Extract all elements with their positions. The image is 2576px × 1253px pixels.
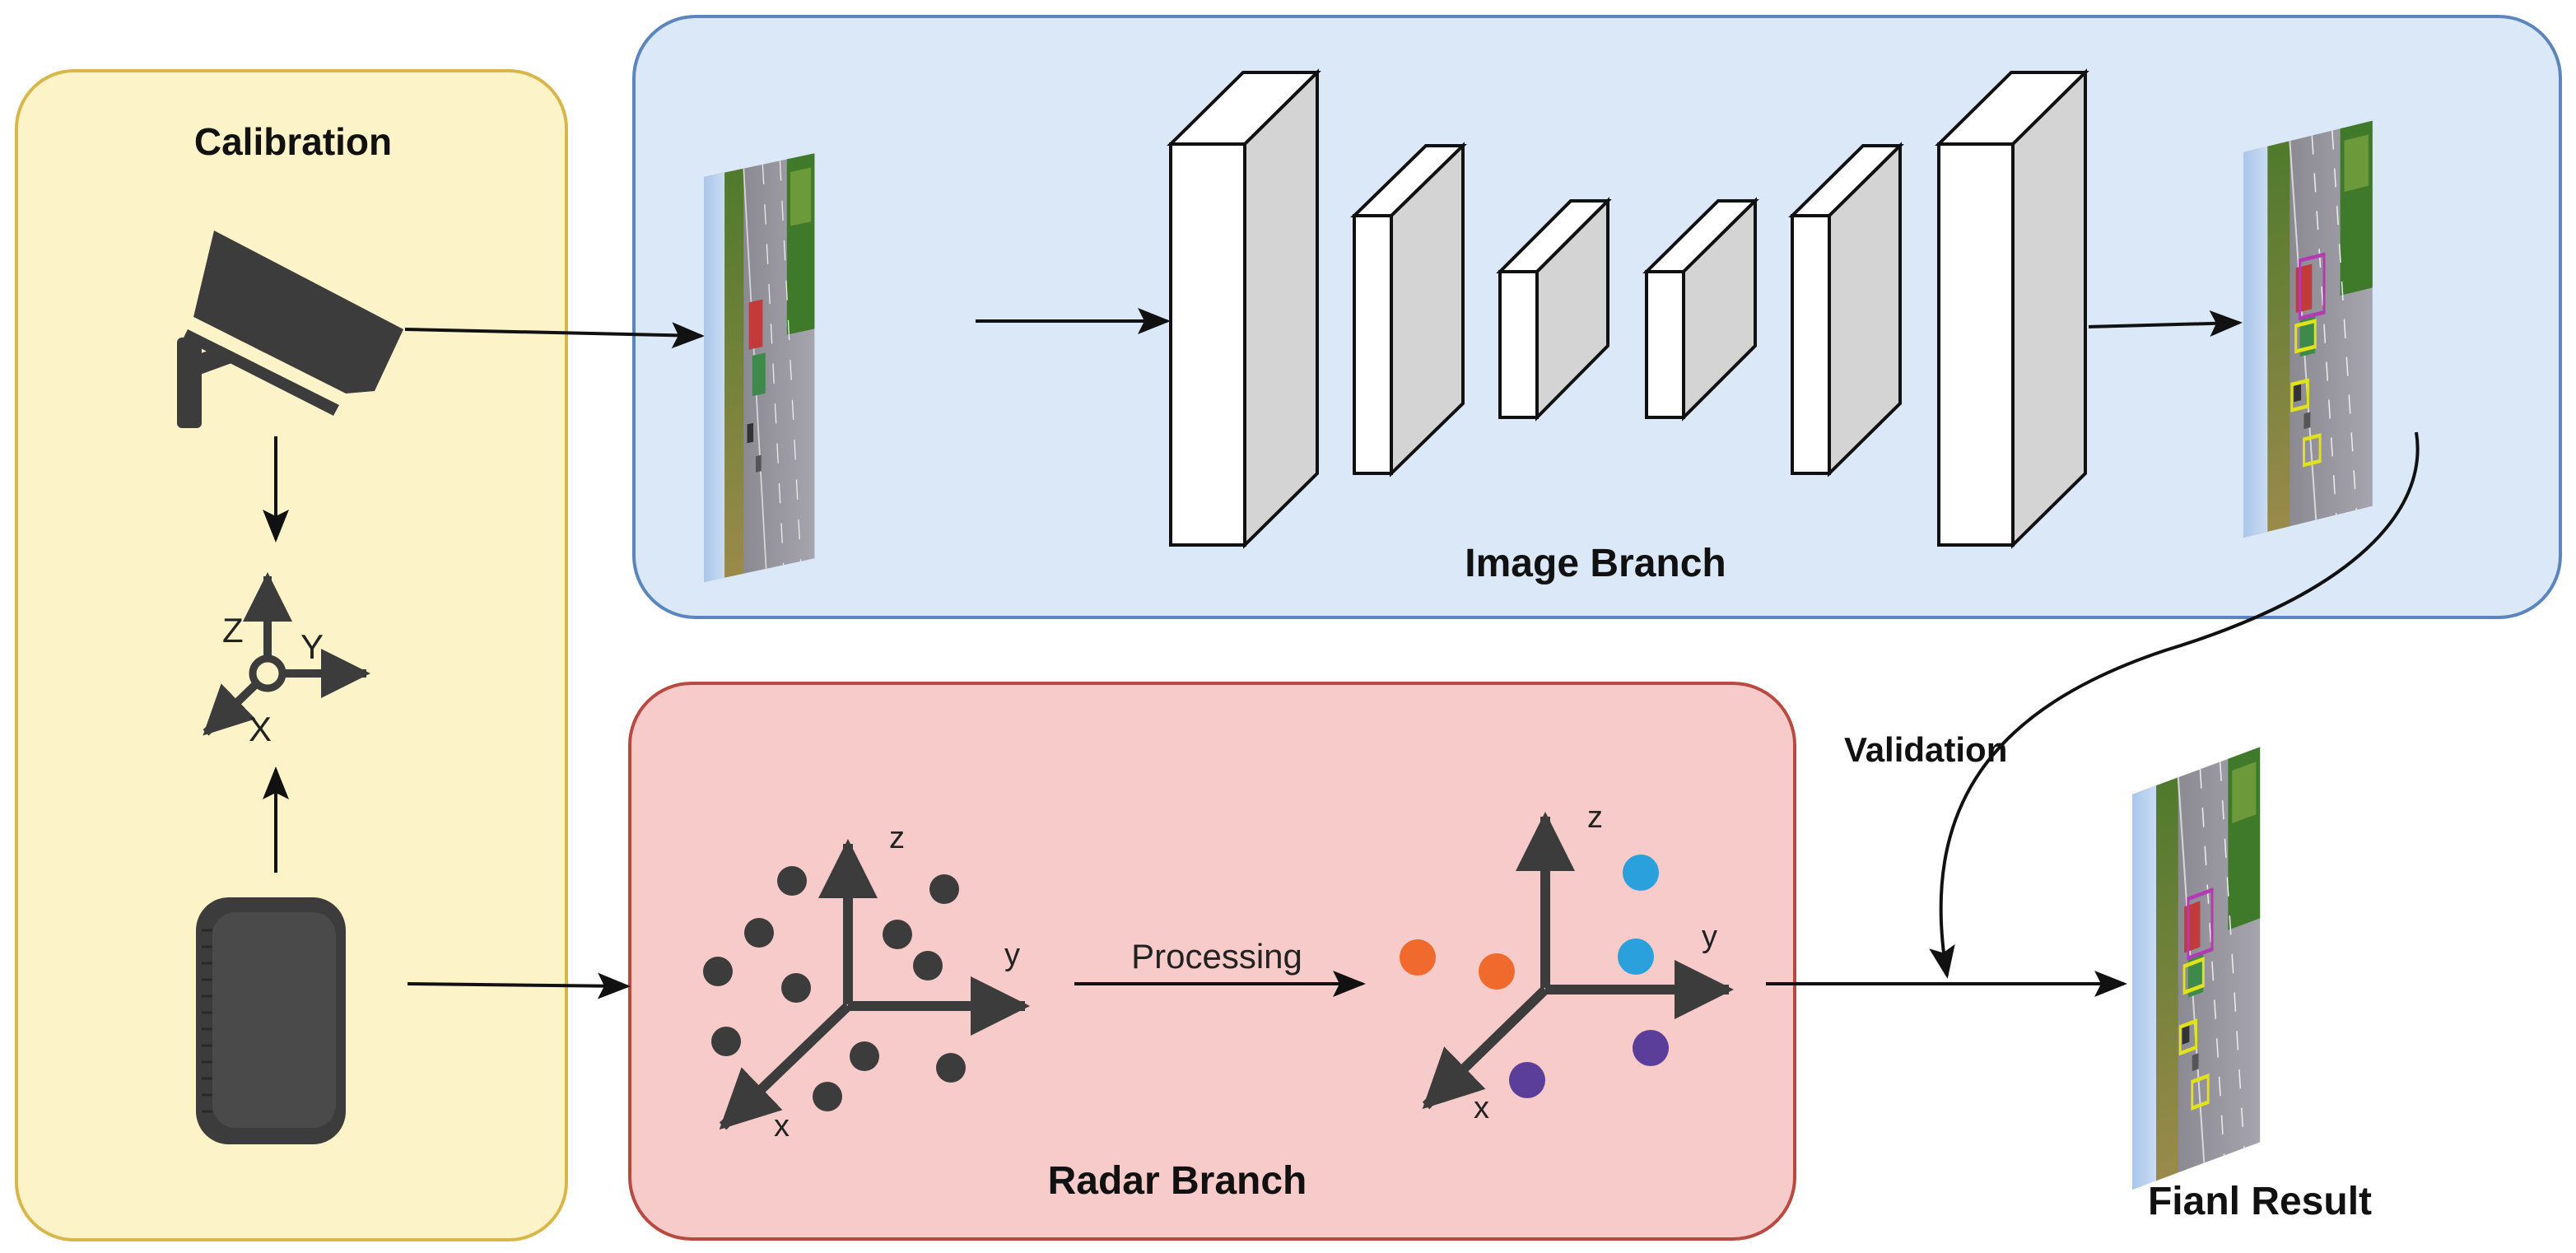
cnn-layer-6 xyxy=(1935,68,2089,549)
orange-cluster-points xyxy=(1400,939,1515,990)
cnn-layer-1 xyxy=(1167,68,1321,549)
raw-axis-label-z: z xyxy=(889,821,905,855)
clustered-point-cloud-axes xyxy=(1422,812,1734,1110)
clustered-axis-label-y: y xyxy=(1702,920,1717,954)
camera-to-image-arrow xyxy=(404,322,705,349)
cnn-layer-5 xyxy=(1788,142,1904,477)
clustered-axis-label-x: x xyxy=(1474,1091,1489,1125)
final-result-label: Fianl Result xyxy=(2148,1180,2372,1223)
input-camera-image xyxy=(702,151,817,584)
radar-branch-title: Radar Branch xyxy=(1048,1159,1307,1203)
validation-curve-arrow xyxy=(1929,431,2420,979)
radar-branch-panel xyxy=(628,682,1796,1241)
purple-cluster-points xyxy=(1509,1030,1669,1098)
clustered-axis-label-z: z xyxy=(1587,800,1603,835)
raw-axis-label-x: x xyxy=(774,1109,790,1144)
final-result-image xyxy=(2131,745,2262,1191)
axis-label-z: Z xyxy=(222,611,244,650)
axis-label-x: X xyxy=(249,710,272,748)
security-camera-icon xyxy=(177,231,403,428)
network-to-detection-arrow xyxy=(2088,310,2243,337)
calibration-panel xyxy=(15,69,568,1241)
blue-cluster-points xyxy=(1618,855,1659,975)
axis-label-y: Y xyxy=(300,627,324,666)
image-branch-title: Image Branch xyxy=(1465,542,1726,585)
raw-point-cloud-axes xyxy=(719,839,1030,1130)
cnn-layer-2 xyxy=(1350,142,1467,477)
raw-radar-points xyxy=(703,866,966,1111)
raw-axis-label-y: y xyxy=(1004,938,1020,972)
detection-output-image xyxy=(2242,119,2374,539)
processing-label: Processing xyxy=(1131,937,1302,976)
validation-label: Validation xyxy=(1844,730,2007,769)
radar-to-radar-branch-arrow xyxy=(407,972,631,999)
cnn-layer-3 xyxy=(1496,197,1612,422)
radar-sensor-icon xyxy=(196,897,346,1144)
coordinate-axes-icon xyxy=(203,572,370,736)
calibration-title: Calibration xyxy=(194,120,392,163)
cnn-layer-4 xyxy=(1642,197,1759,422)
